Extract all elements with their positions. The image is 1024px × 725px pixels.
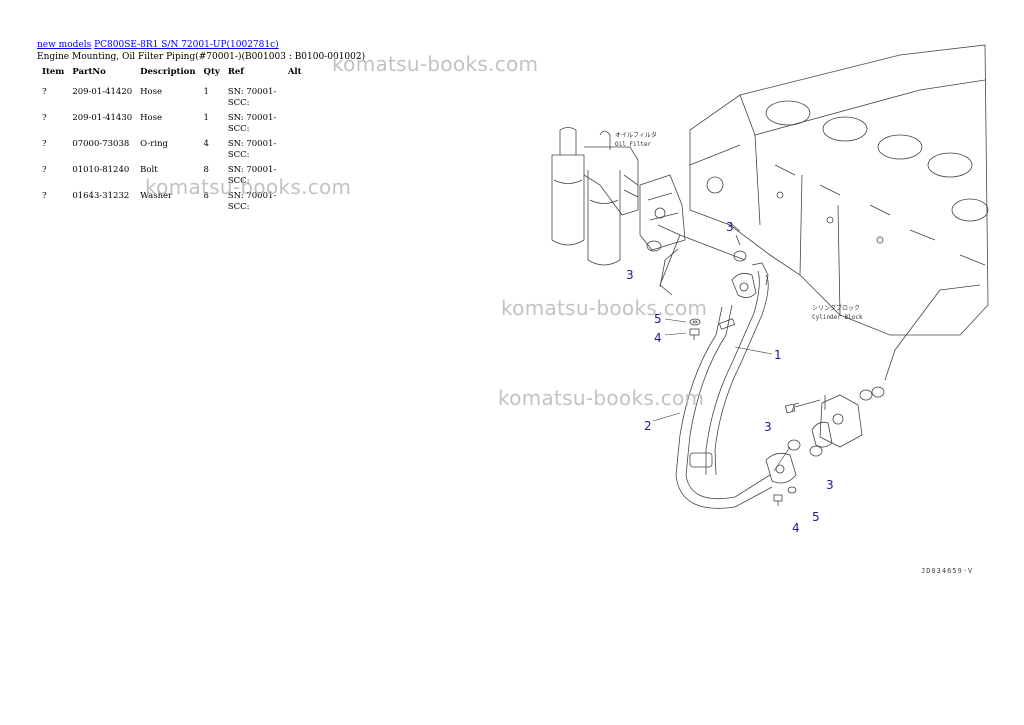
table-row: ? 209-01-41420 Hose 1 SN: 70001-SCC:: [38, 85, 306, 111]
watermark-4: komatsu-books.com: [498, 386, 705, 410]
table-row: ? 07000-73038 O-ring 4 SN: 70001-SCC:: [38, 137, 306, 163]
cell-item: ?: [42, 191, 47, 201]
table-row: ? 01010-81240 Bolt 8 SN: 70001-SCC:: [38, 163, 306, 189]
breadcrumb: new models PC800SE-8R1 S/N 72001-UP(1002…: [37, 40, 279, 51]
table-row: ? 01643-31232 Washer 8 SN: 70001-SCC:: [38, 189, 306, 215]
cell-ref: SN: 70001-SCC:: [227, 165, 277, 186]
cell-partno: 07000-73038: [72, 139, 130, 149]
table-header-row: Item PartNo Description Qty Ref Alt: [38, 65, 306, 85]
cell-partno: 209-01-41430: [72, 113, 133, 123]
cell-ref: SN: 70001-SCC:: [227, 191, 277, 212]
cell-partno: 01010-81240: [72, 165, 130, 175]
callout-2[interactable]: 2: [644, 419, 652, 433]
watermark-1: komatsu-books.com: [332, 52, 539, 76]
cell-description: Bolt: [140, 165, 158, 175]
watermark-3: komatsu-books.com: [501, 296, 708, 320]
callout-5-lower[interactable]: 5: [812, 510, 820, 524]
oil-filter-drawing: [551, 127, 639, 266]
cell-alt: [284, 111, 306, 137]
cell-item: ?: [42, 113, 47, 123]
header-qty: Qty: [203, 67, 220, 77]
callout-3-top[interactable]: 3: [726, 220, 734, 234]
watermark-2: komatsu-books.com: [145, 175, 352, 199]
cell-partno: 209-01-41420: [72, 87, 133, 97]
callout-4-upper[interactable]: 4: [654, 331, 662, 345]
cell-item: ?: [42, 165, 47, 175]
callout-3-right[interactable]: 3: [826, 478, 834, 492]
cylinder-block-drawing: [689, 44, 989, 336]
cell-description: Washer: [140, 191, 173, 201]
callout-5-upper[interactable]: 5: [654, 312, 662, 326]
page-title: Engine Mounting, Oil Filter Piping(#7000…: [37, 52, 366, 62]
cell-alt: [284, 85, 306, 111]
callout-3-left[interactable]: 3: [626, 268, 634, 282]
parts-table: Item PartNo Description Qty Ref Alt ? 20…: [38, 65, 306, 215]
breadcrumb-link-new-models[interactable]: new models: [37, 40, 92, 50]
cell-ref: SN: 70001-SCC:: [227, 87, 277, 108]
header-item: Item: [42, 67, 65, 77]
cell-alt: [284, 137, 306, 163]
header-description: Description: [140, 67, 196, 77]
callout-3-mid[interactable]: 3: [764, 420, 772, 434]
cell-qty: 1: [203, 113, 209, 123]
oil-filter-label-jp: オイルフィルタ: [615, 131, 657, 139]
cell-item: ?: [42, 139, 47, 149]
cell-qty: 8: [203, 165, 209, 175]
cell-qty: 8: [203, 191, 209, 201]
callout-1[interactable]: 1: [774, 348, 782, 362]
drawing-code: JD034659-V: [921, 567, 974, 575]
cell-description: Hose: [140, 87, 163, 97]
cylinder-block-label-en: Cylinder Block: [812, 314, 863, 321]
cell-partno: 01643-31232: [72, 191, 130, 201]
header-ref: Ref: [227, 67, 244, 77]
callout-4-lower[interactable]: 4: [792, 521, 800, 535]
cell-ref: SN: 70001-SCC:: [227, 139, 277, 160]
cell-item: ?: [42, 87, 47, 97]
table-row: ? 209-01-41430 Hose 1 SN: 70001-SCC:: [38, 111, 306, 137]
breadcrumb-link-model[interactable]: PC800SE-8R1 S/N 72001-UP(1002781c): [94, 40, 279, 50]
cell-qty: 4: [203, 139, 209, 149]
header-alt: Alt: [287, 67, 302, 77]
header-partno: PartNo: [72, 67, 106, 77]
parts-diagram: オイルフィルタ Oil Filter シリンダブロック Cylinder Blo…: [551, 44, 989, 535]
cell-qty: 1: [203, 87, 209, 97]
cell-description: Hose: [140, 113, 163, 123]
oil-filter-label-en: Oil Filter: [615, 141, 652, 148]
cell-ref: SN: 70001-SCC:: [227, 113, 277, 134]
cylinder-block-label-jp: シリンダブロック: [812, 304, 860, 312]
cell-description: O-ring: [140, 139, 168, 149]
